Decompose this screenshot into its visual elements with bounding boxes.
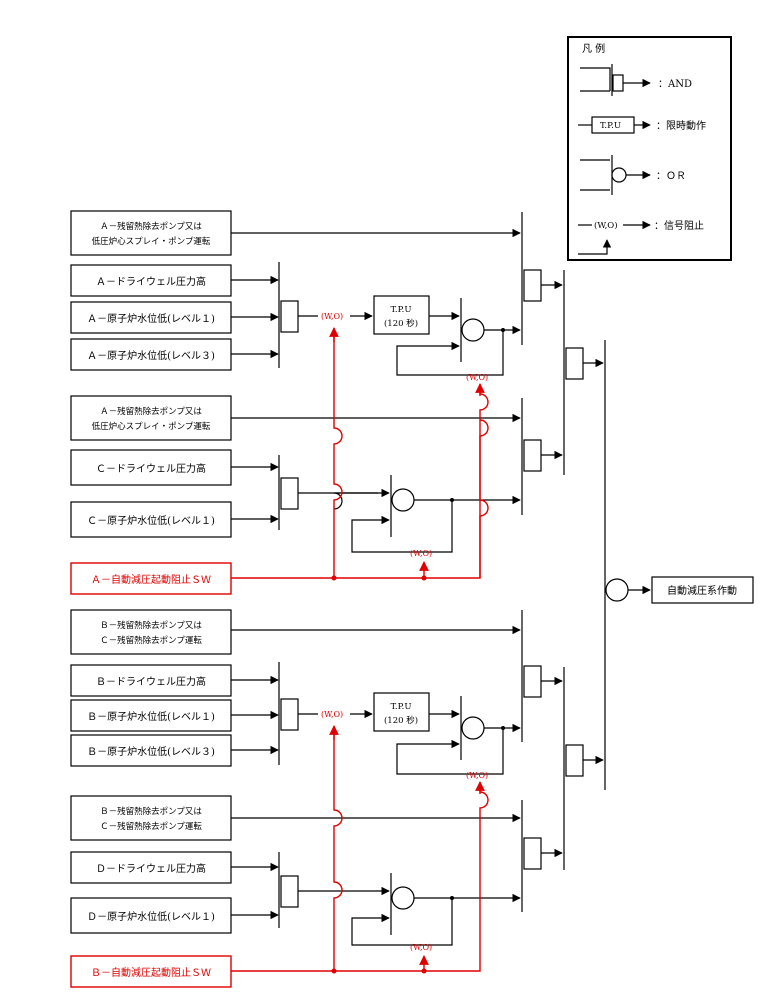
a-and-gate-3 bbox=[523, 269, 542, 302]
final-output: 自動減圧系作動 bbox=[583, 340, 754, 790]
b-and-gate-4 bbox=[523, 837, 542, 870]
a-drywell-high-box bbox=[70, 264, 232, 297]
b-block-wo-1: (W,O) bbox=[321, 710, 343, 719]
division-b: Ｂ－残留熱除去ポンプ又は Ｃ－残留熱除去ポンプ運転 Ｂ－ドライウェル圧力高 Ｂ－… bbox=[70, 609, 584, 988]
legend-or-label: ：ＯＲ bbox=[656, 171, 686, 182]
a-rhr-pump-label-2a: Ａ－残留熱除去ポンプ又は bbox=[100, 406, 202, 417]
b-drywell-high-box bbox=[70, 664, 232, 697]
output-label: 自動減圧系作動 bbox=[667, 584, 737, 597]
b-block-wo-2: (W,O) bbox=[466, 771, 488, 780]
a-drywell-high-label: Ａ－ドライウェル圧力高 bbox=[96, 275, 206, 288]
b-tpu-box bbox=[373, 692, 430, 732]
b-and-gate-1 bbox=[280, 698, 299, 731]
d-drywell-high-label: Ｄ－ドライウェル圧力高 bbox=[96, 862, 206, 875]
b-rhr-pump-label-1b: Ｃ－残留熱除去ポンプ運転 bbox=[100, 635, 202, 646]
legend-and-icon bbox=[580, 64, 651, 96]
a-or-gate-2 bbox=[391, 488, 415, 512]
b-red-wiring bbox=[231, 725, 489, 974]
legend-tpu-box-label: T.P.U bbox=[600, 121, 621, 131]
b-tpu-label: T.P.U bbox=[391, 702, 412, 712]
legend-and-label: ：AND bbox=[658, 79, 692, 90]
a-and-gate-2 bbox=[280, 477, 299, 510]
legend-block-wo: (W,O) bbox=[594, 220, 618, 231]
a-level3-label: Ａ－原子炉水位低(レベル３) bbox=[87, 349, 215, 362]
c-level1-label: Ｃ－原子炉水位低(レベル１) bbox=[87, 514, 215, 527]
a-black-wiring bbox=[231, 212, 604, 553]
b-and-gate-3 bbox=[523, 665, 542, 698]
a-level1-label: Ａ－原子炉水位低(レベル１) bbox=[87, 312, 215, 325]
a-and-gate-5 bbox=[565, 347, 584, 380]
b-and-gate-5 bbox=[565, 744, 584, 777]
legend-frame bbox=[567, 36, 732, 261]
c-drywell-high-box bbox=[70, 449, 232, 486]
a-rhr-pump-label-2b: 低圧炉心スプレイ・ポンプ運転 bbox=[92, 421, 211, 432]
a-level1-box bbox=[70, 301, 232, 334]
division-a: Ａ－残留熱除去ポンプ又は 低圧炉心スプレイ・ポンプ運転 Ａ－ドライウェル圧力高 … bbox=[70, 210, 604, 595]
b-inhibit-sw-label: Ｂ－自動減圧起動阻止ＳＷ bbox=[91, 966, 211, 979]
legend-tpu-icon bbox=[578, 116, 651, 134]
b-or-gate-2 bbox=[391, 886, 415, 910]
legend-or-icon bbox=[580, 155, 651, 195]
final-or-gate bbox=[605, 578, 629, 602]
d-drywell-high-box bbox=[70, 851, 232, 884]
b-rhr-pump-label-2b: Ｃ－残留熱除去ポンプ運転 bbox=[100, 821, 202, 832]
b-and-gate-2 bbox=[280, 875, 299, 908]
a-rhr-pump-box-2 bbox=[70, 395, 232, 441]
b-tpu-time: (120 秒) bbox=[384, 715, 418, 726]
a-rhr-pump-label-1a: Ａ－残留熱除去ポンプ又は bbox=[100, 221, 202, 232]
b-rhr-pump-box-1 bbox=[70, 609, 232, 655]
b-rhr-pump-label-1a: Ｂ－残留熱除去ポンプ又は bbox=[100, 620, 202, 631]
c-level1-box bbox=[70, 501, 232, 538]
b-rhr-pump-label-2a: Ｂ－残留熱除去ポンプ又は bbox=[100, 806, 202, 817]
a-and-gate-1 bbox=[280, 300, 299, 333]
legend-block-label: ：信号阻止 bbox=[654, 220, 704, 232]
legend-tpu-label: ：限時動作 bbox=[656, 119, 706, 132]
a-block-wo-3: (W,O) bbox=[410, 549, 432, 558]
legend: 凡 例 ：AND T.P.U ：限時動作 ：ＯＲ bbox=[567, 36, 732, 261]
d-level1-label: Ｄ－原子炉水位低(レベル１) bbox=[87, 910, 215, 923]
a-inhibit-sw-label: Ａ－自動減圧起動阻止ＳＷ bbox=[91, 573, 211, 586]
a-tpu-box bbox=[373, 295, 430, 335]
a-red-wiring bbox=[231, 327, 489, 581]
b-level1-label: Ｂ－原子炉水位低(レベル１) bbox=[87, 710, 215, 723]
b-block-wo-3: (W,O) bbox=[410, 943, 432, 952]
a-or-gate-1 bbox=[461, 318, 485, 342]
legend-block-icon bbox=[578, 220, 651, 255]
a-level3-box bbox=[70, 338, 232, 371]
b-level3-box bbox=[70, 734, 232, 767]
a-block-wo-2: (W,O) bbox=[466, 373, 488, 382]
b-black-wiring bbox=[231, 610, 584, 946]
b-or-gate-1 bbox=[461, 716, 485, 740]
b-inhibit-sw-box bbox=[70, 955, 232, 988]
a-rhr-pump-label-1b: 低圧炉心スプレイ・ポンプ運転 bbox=[92, 236, 211, 247]
legend-title: 凡 例 bbox=[582, 42, 605, 55]
a-tpu-time: (120 秒) bbox=[384, 318, 418, 329]
a-and-gate-4 bbox=[523, 439, 542, 472]
a-tpu-label: T.P.U bbox=[391, 305, 412, 315]
c-drywell-high-label: Ｃ－ドライウェル圧力高 bbox=[96, 462, 206, 475]
b-drywell-high-label: Ｂ－ドライウェル圧力高 bbox=[96, 675, 206, 688]
b-rhr-pump-box-2 bbox=[70, 795, 232, 841]
b-level3-label: Ｂ－原子炉水位低(レベル３) bbox=[87, 745, 215, 758]
output-box bbox=[651, 576, 754, 604]
a-rhr-pump-box-1 bbox=[70, 210, 232, 256]
a-block-wo-1: (W,O) bbox=[321, 312, 343, 321]
